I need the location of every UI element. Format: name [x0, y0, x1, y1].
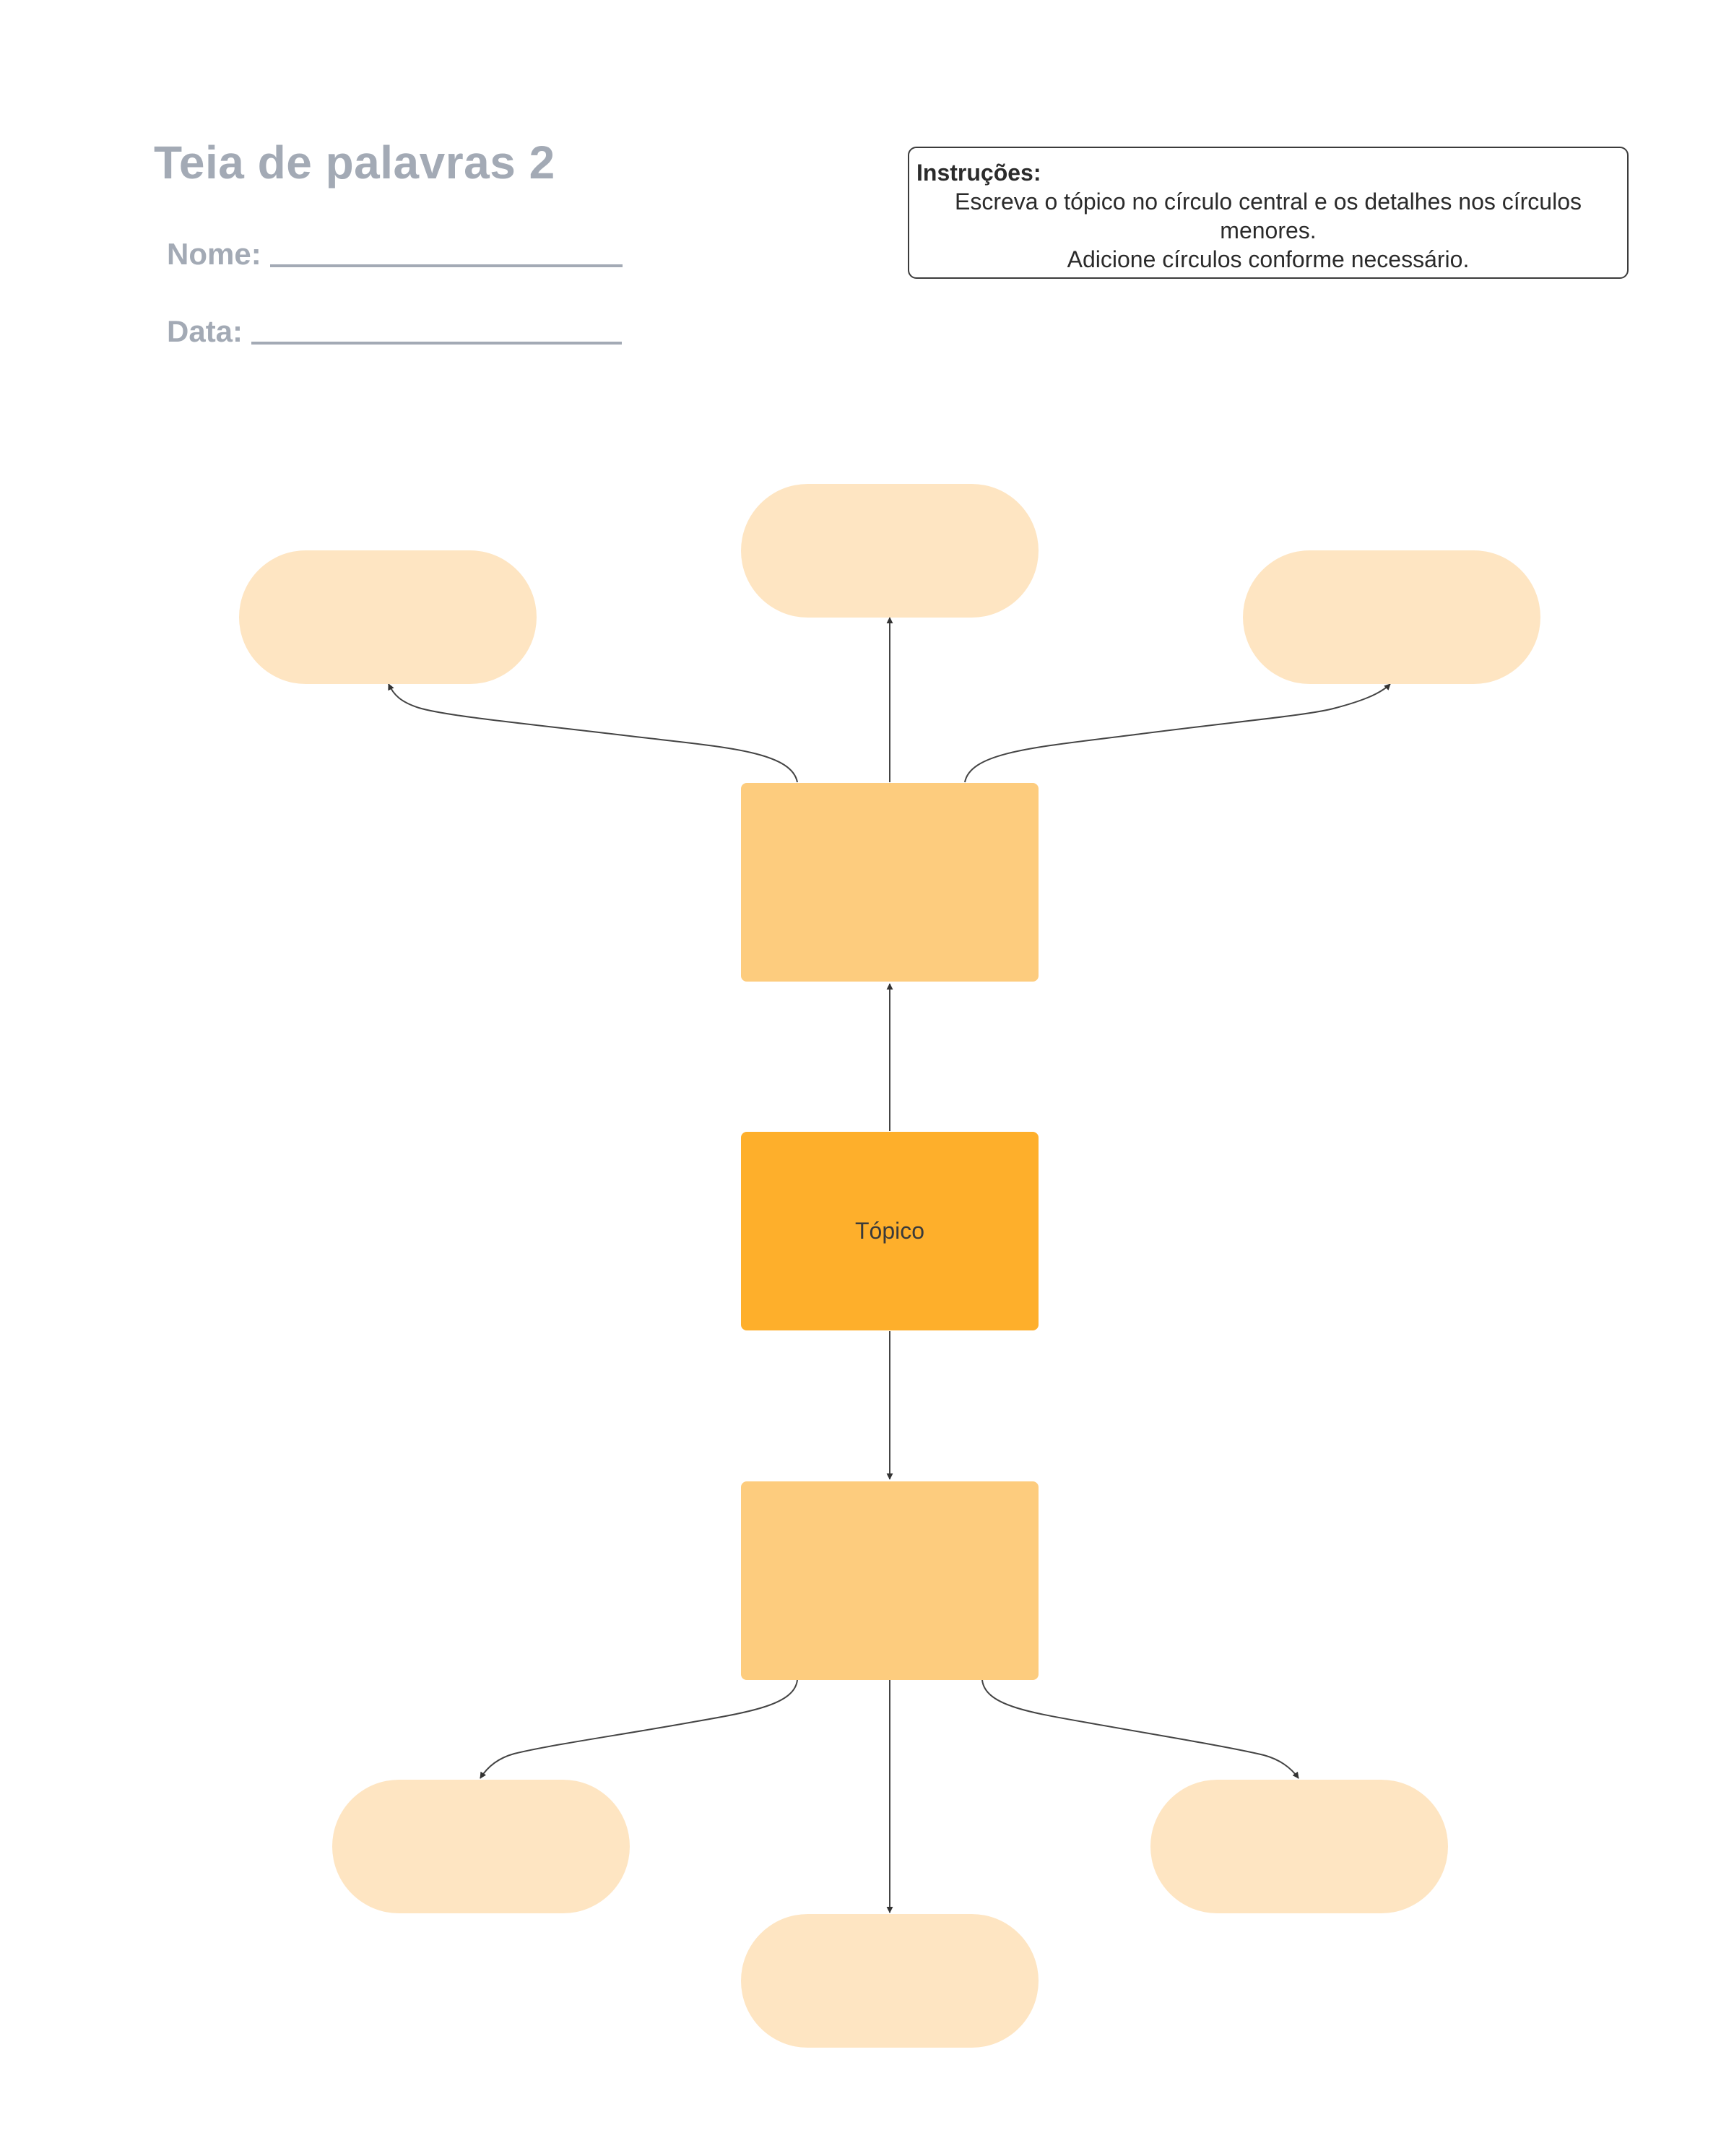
subtopic-bottom[interactable]: [741, 1481, 1039, 1680]
connector-to-bottom-left-detail: [480, 1679, 798, 1779]
detail-top-right[interactable]: [1243, 550, 1540, 684]
date-field[interactable]: Data:: [167, 314, 623, 349]
detail-top-center[interactable]: [741, 484, 1039, 618]
topic-label: Tópico: [854, 1218, 925, 1244]
detail-bottom-right[interactable]: [1150, 1780, 1448, 1913]
instructions-box: Instruções: Escreva o tópico no círculo …: [908, 147, 1629, 279]
instructions-line-1: Escreva o tópico no círculo central e os…: [955, 189, 1582, 243]
page-title: Teia de palavras 2: [154, 137, 555, 189]
name-label: Nome:: [167, 237, 261, 271]
connector-to-top-right-detail: [964, 683, 1391, 783]
date-label: Data:: [167, 314, 243, 348]
connector-to-bottom-right-detail: [981, 1679, 1299, 1779]
detail-bottom-left[interactable]: [332, 1780, 630, 1913]
instructions-heading: Instruções:: [916, 160, 1041, 186]
instructions-line-2: Adicione círculos conforme necessário.: [1067, 246, 1470, 272]
name-line[interactable]: [269, 264, 623, 267]
date-line[interactable]: [251, 342, 623, 345]
subtopic-top[interactable]: [741, 783, 1039, 982]
name-field[interactable]: Nome:: [167, 237, 623, 272]
detail-top-left[interactable]: [239, 550, 537, 684]
topic-box[interactable]: Tópico: [741, 1132, 1039, 1330]
instructions-body: Escreva o tópico no círculo central e os…: [916, 187, 1620, 274]
connector-to-top-left-detail: [388, 683, 798, 783]
detail-bottom-center[interactable]: [741, 1914, 1039, 2048]
